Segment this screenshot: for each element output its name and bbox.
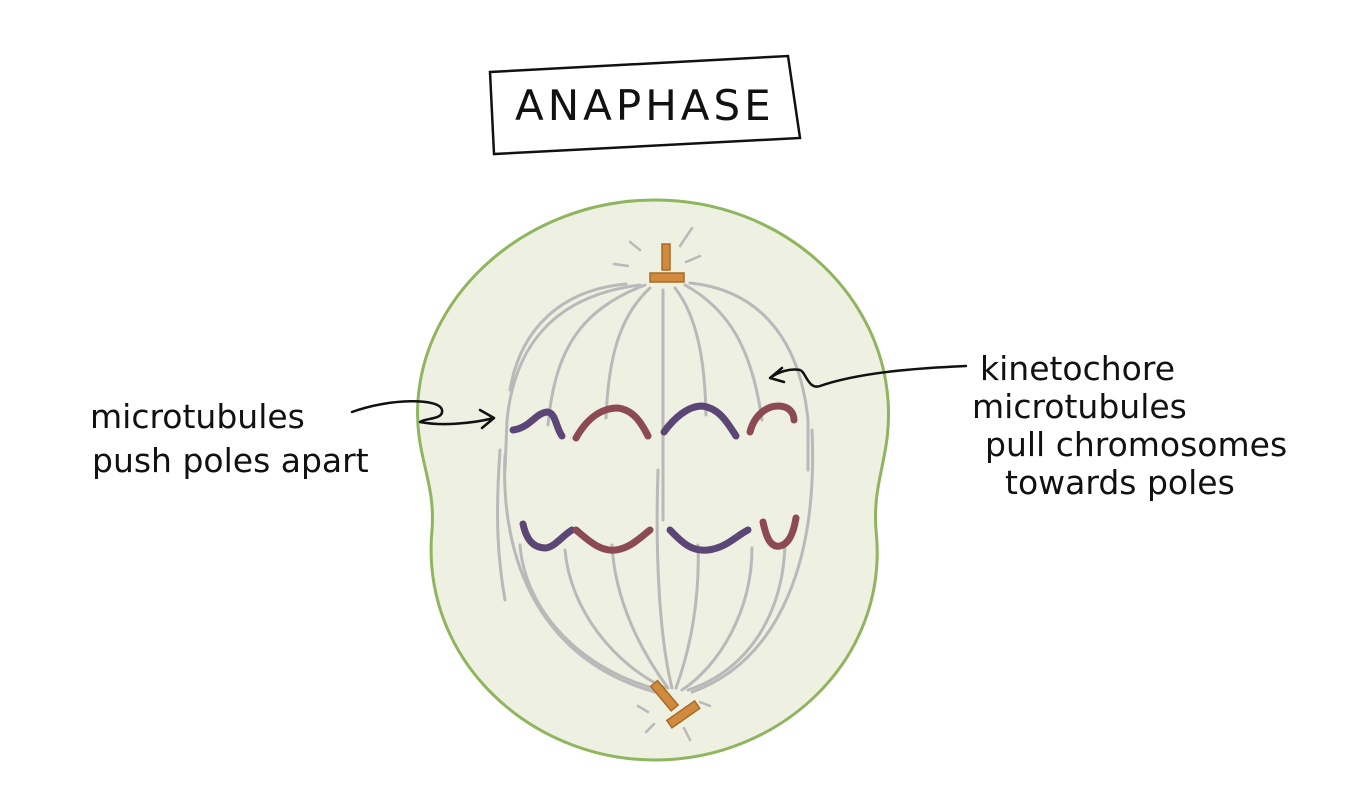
upper-chromosomes: [509, 402, 798, 442]
microtubule: [674, 543, 700, 690]
microtubule: [688, 281, 810, 472]
right-label-line3: pull chromosomes: [985, 425, 1287, 464]
chromosome: [519, 520, 576, 552]
left-annotation: microtubules push poles apart: [90, 397, 496, 480]
right-label-line4: towards poles: [1005, 463, 1235, 502]
microtubule: [683, 283, 764, 422]
microtubule: [503, 453, 657, 694]
right-label-line1: kinetochore: [980, 349, 1175, 388]
microtubule: [563, 548, 667, 690]
microtubule: [508, 282, 628, 392]
chromosome: [746, 402, 798, 436]
microtubule: [546, 283, 647, 427]
aster-rays: [612, 226, 702, 268]
microtubule: [673, 286, 708, 417]
spindle-microtubules: [496, 281, 815, 694]
chromosome: [660, 402, 740, 440]
microtubule: [680, 546, 754, 692]
microtubule: [690, 428, 815, 694]
bottom-centrosome: [636, 679, 712, 742]
centriole: [649, 679, 680, 712]
microtubule: [610, 543, 670, 690]
left-arrow: [350, 400, 496, 430]
left-label-line1: microtubules: [90, 397, 305, 436]
centriole: [661, 243, 671, 271]
centriole: [665, 699, 701, 729]
diagram-title: ANAPHASE: [515, 81, 775, 130]
cell-membrane: [416, 198, 891, 762]
aster-rays: [636, 700, 712, 742]
chromosome: [572, 404, 652, 442]
centriole: [649, 272, 685, 283]
right-label-line2: microtubules: [972, 387, 1187, 426]
microtubule: [503, 283, 642, 472]
right-annotation: kinetochore microtubules pull chromosome…: [768, 349, 1287, 502]
microtubule: [496, 448, 507, 602]
microtubule: [655, 468, 674, 690]
chromosome: [572, 526, 654, 554]
microtubule: [604, 286, 652, 420]
microtubule: [686, 538, 787, 692]
left-label-line2: push poles apart: [92, 441, 369, 480]
microtubule: [518, 543, 662, 692]
lower-chromosomes: [519, 514, 800, 554]
chromosome: [666, 526, 752, 554]
title-frame: [488, 54, 802, 156]
right-arrow: [768, 364, 968, 388]
title-box: ANAPHASE: [488, 54, 802, 156]
top-centrosome: [612, 226, 702, 283]
chromosome: [759, 514, 800, 550]
chromosome: [509, 408, 566, 440]
